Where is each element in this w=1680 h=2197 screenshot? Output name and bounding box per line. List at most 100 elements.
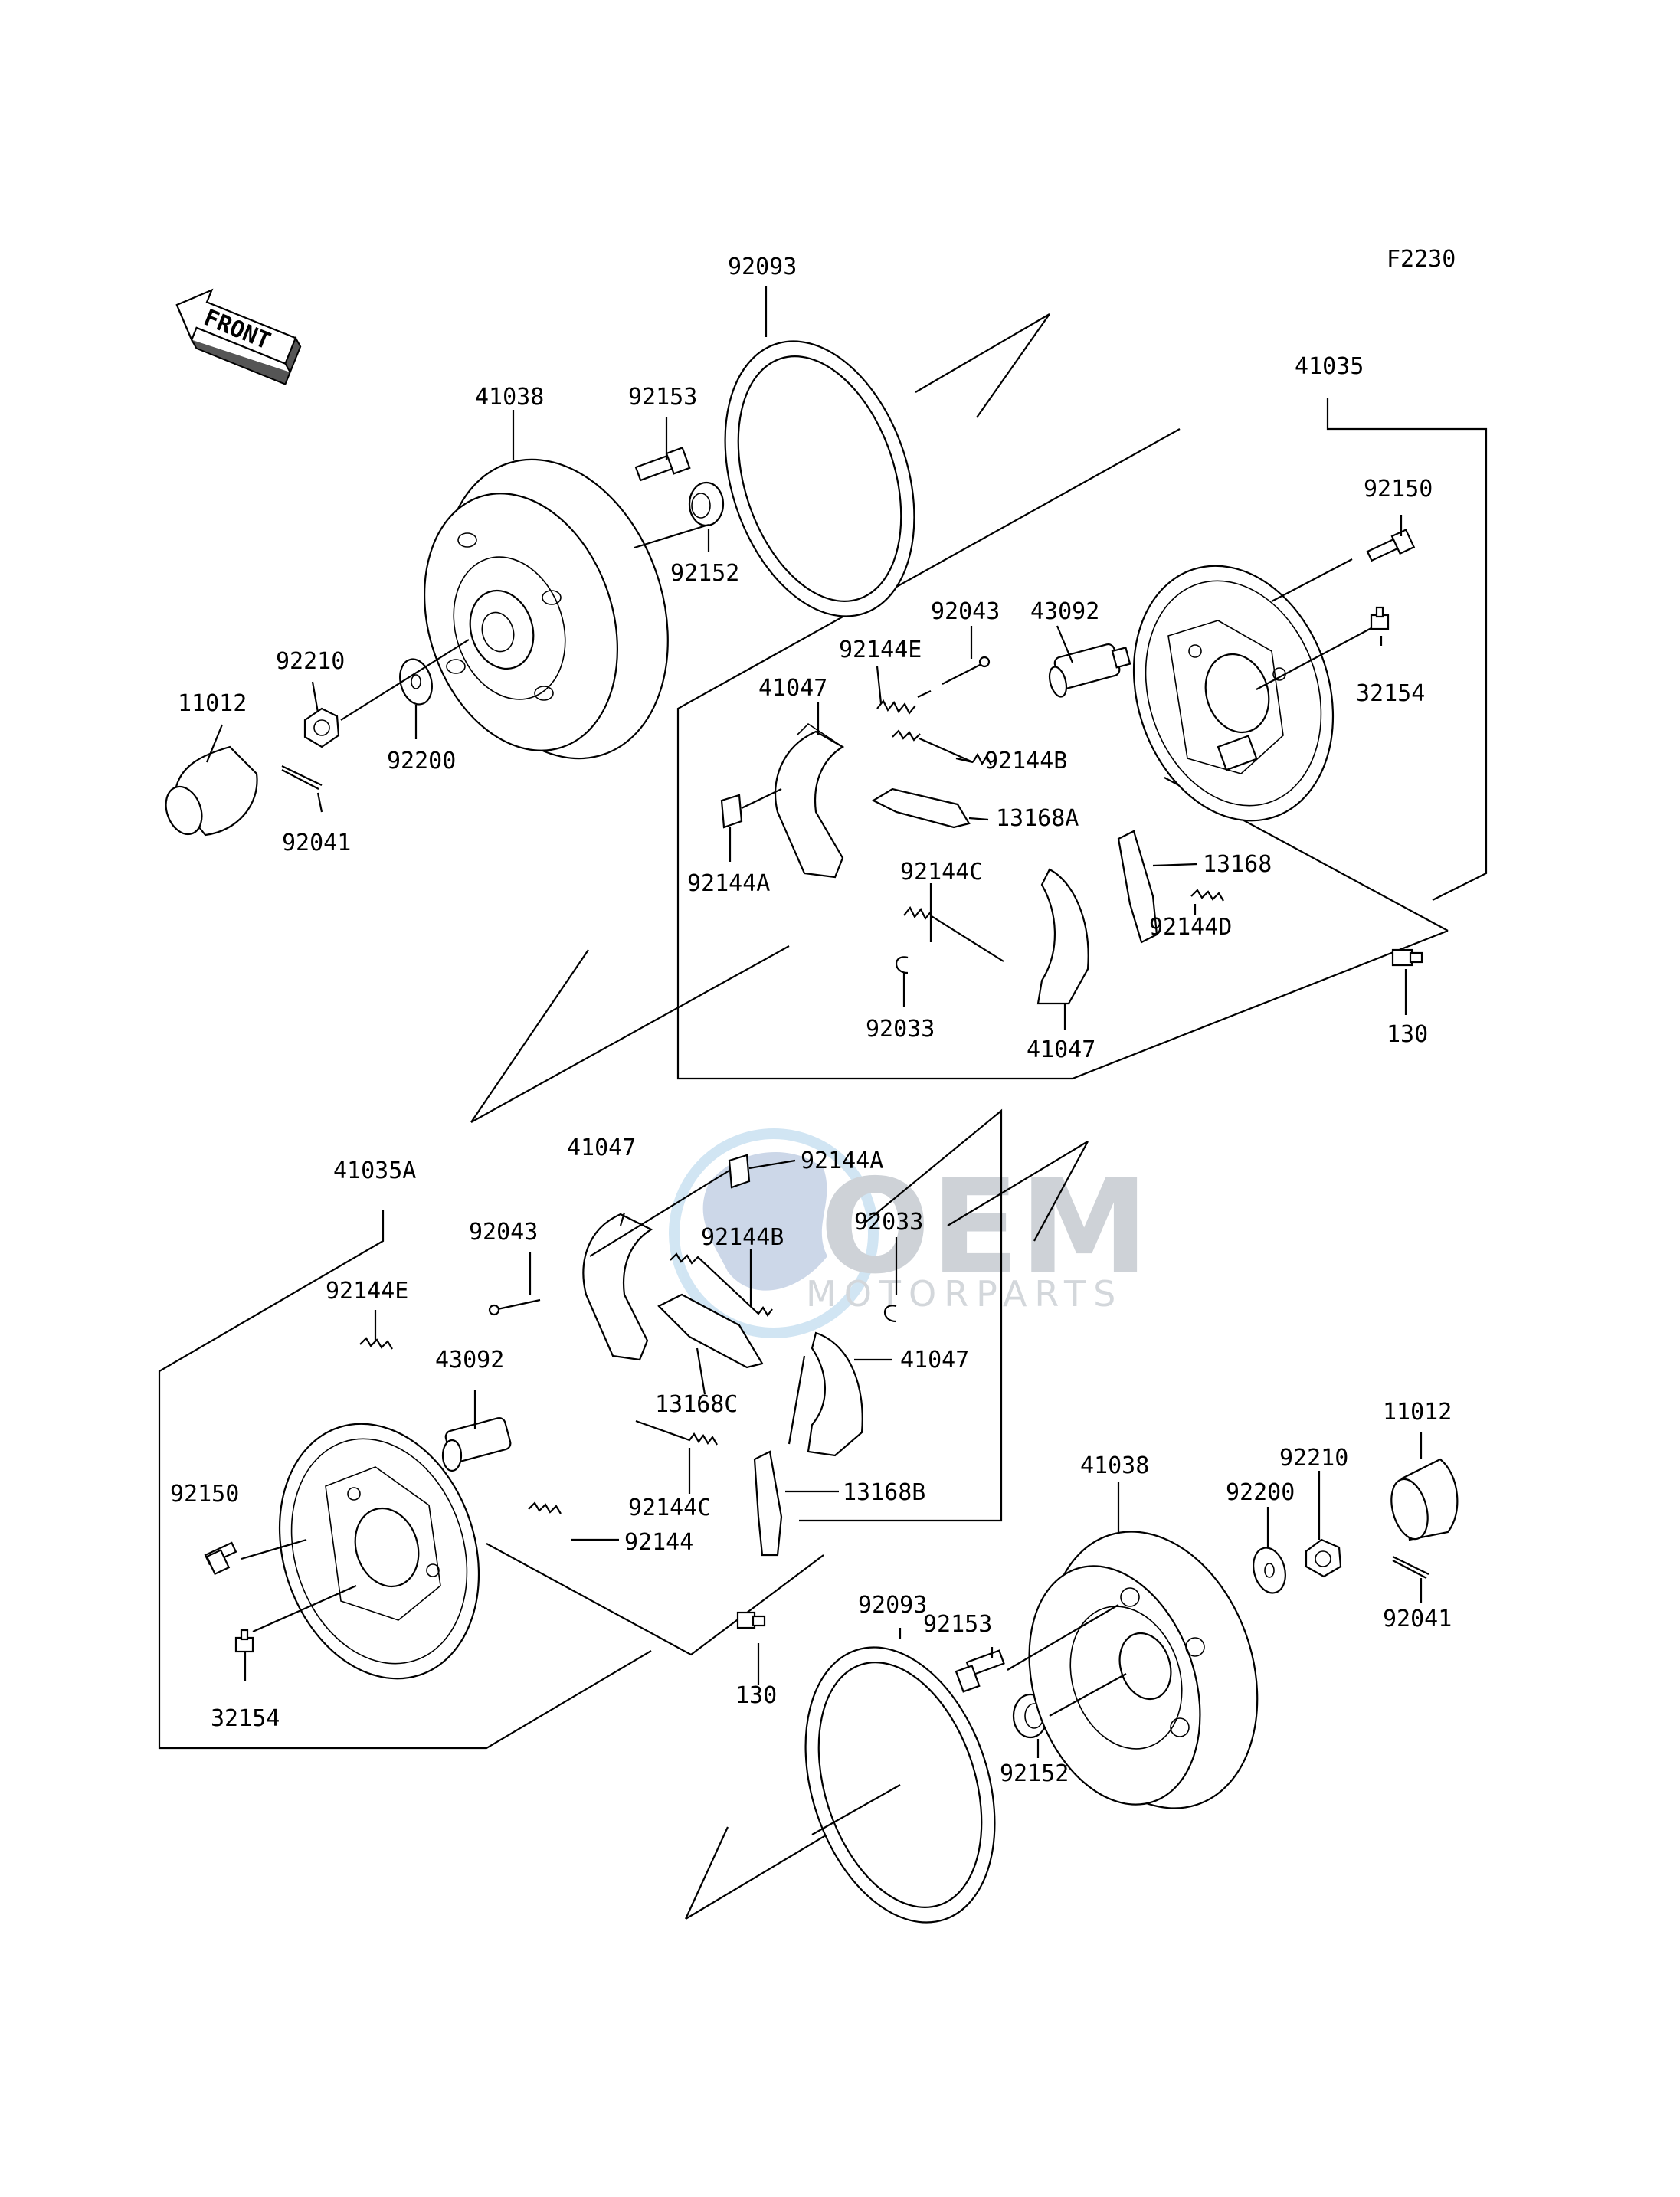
figure-code: F2230 <box>1387 246 1456 273</box>
bleeder-32154-bottom <box>234 1629 254 1653</box>
clip-92033-top <box>896 956 909 974</box>
assembly-outline-41035A <box>158 945 1089 1920</box>
brake-shoe-41047-top <box>775 722 845 879</box>
pin-92043-top <box>942 656 991 685</box>
label-11012-bottom: 11012 <box>1383 1399 1452 1426</box>
spring-92144C-top <box>903 905 1004 962</box>
label-13168C: 13168C <box>655 1391 738 1418</box>
nut-92210-top <box>303 707 340 748</box>
label-92210-bottom: 92210 <box>1279 1445 1348 1472</box>
bearing-92152-top <box>688 481 725 527</box>
wheel-cylinder-43092-bottom <box>441 1416 512 1472</box>
label-92144C-bottom: 92144C <box>628 1495 711 1521</box>
spring-92144C-bottom <box>635 1419 718 1446</box>
spring-92144D-top <box>1190 889 1224 902</box>
label-92144E-top: 92144E <box>839 637 922 663</box>
label-13168: 13168 <box>1203 851 1272 878</box>
cap-11012-bottom <box>1390 1458 1459 1541</box>
label-92152-top: 92152 <box>670 560 739 587</box>
label-130-bottom: 130 <box>735 1682 777 1709</box>
label-92033-top: 92033 <box>866 1016 935 1043</box>
spring-92144-bottom <box>528 1501 562 1514</box>
brake-drum-41038-bottom <box>1028 1531 1259 1809</box>
label-92153-bottom: 92153 <box>923 1611 992 1638</box>
label-92144A-bottom: 92144A <box>801 1148 883 1174</box>
cotter-pin-92041-bottom <box>1392 1556 1429 1579</box>
label-130-top: 130 <box>1387 1021 1428 1048</box>
lever-13168A-top <box>871 787 971 829</box>
label-13168B: 13168B <box>843 1479 925 1506</box>
cap-11012-top <box>165 745 258 837</box>
label-92144B-bottom: 92144B <box>701 1224 784 1251</box>
label-92144-bottom: 92144 <box>624 1529 693 1556</box>
watermark-globe-icon <box>669 1128 879 1338</box>
label-92150-top: 92150 <box>1364 476 1433 503</box>
part-number-labels: 92093 41035 41038 92153 92150 92152 9204… <box>170 254 1452 1787</box>
label-92150-bottom: 92150 <box>170 1481 239 1508</box>
label-92093-bottom: 92093 <box>858 1592 927 1619</box>
bolt-130-top <box>1391 948 1423 967</box>
label-43092-bottom: 43092 <box>435 1347 504 1374</box>
front-arrow-icon: FRONT <box>175 288 302 385</box>
label-41047-bottom2: 41047 <box>900 1347 969 1374</box>
label-32154-bottom: 32154 <box>211 1705 280 1732</box>
label-92200-bottom: 92200 <box>1226 1479 1295 1506</box>
brake-drum-41038-top <box>424 458 669 760</box>
label-41038-bottom: 41038 <box>1080 1452 1149 1479</box>
pin-92043-bottom <box>488 1298 541 1316</box>
label-41047-top: 41047 <box>758 675 827 702</box>
label-41038-top: 41038 <box>475 384 544 411</box>
label-13168A: 13168A <box>996 805 1079 832</box>
brake-shoe-41047-bottom <box>582 1213 653 1361</box>
backing-plate-bottom <box>278 1423 480 1680</box>
spring-92144B-top <box>892 729 992 766</box>
label-92033-bottom: 92033 <box>854 1209 923 1236</box>
label-92200-top: 92200 <box>387 748 456 774</box>
label-41035A: 41035A <box>333 1157 416 1184</box>
watermark: OEM MOTORPARTS <box>669 1128 1149 1338</box>
label-32154-top: 32154 <box>1356 680 1425 707</box>
lever-13168C-bottom <box>657 1293 764 1369</box>
washer-92200-top <box>399 658 433 706</box>
seal-ring-92093-top <box>724 340 915 617</box>
label-92144B-top: 92144B <box>984 748 1067 774</box>
washer-92200-bottom <box>1253 1547 1286 1594</box>
clip-92144A-top <box>720 794 743 829</box>
label-92041-bottom: 92041 <box>1383 1606 1452 1632</box>
spring-92144E-top <box>876 690 932 715</box>
label-92153-top: 92153 <box>628 384 697 411</box>
clip-92144A-bottom <box>728 1154 751 1189</box>
label-11012-top: 11012 <box>178 690 247 717</box>
label-41047-top2: 41047 <box>1027 1036 1095 1063</box>
label-92043-top: 92043 <box>931 598 1000 625</box>
bolt-92153-bottom <box>955 1649 1005 1693</box>
backing-plate-top <box>1132 565 1335 822</box>
label-92152-bottom: 92152 <box>1000 1760 1069 1787</box>
label-41047-bottom: 41047 <box>567 1135 636 1161</box>
label-92144E-bottom: 92144E <box>326 1278 408 1305</box>
brake-shoe-41047-top2 <box>1036 868 1089 1005</box>
brake-shoe-41047-bottom2 <box>807 1331 863 1457</box>
watermark-sub: MOTORPARTS <box>806 1273 1123 1315</box>
wheel-cylinder-43092-top <box>1048 643 1131 698</box>
lever-13168B-bottom <box>753 1450 783 1557</box>
bolt-130-bottom <box>736 1611 766 1629</box>
lever-13168-top <box>1117 830 1158 944</box>
bolt-92150-top <box>1366 529 1416 562</box>
label-92144D: 92144D <box>1149 914 1232 941</box>
bolt-92153-top <box>634 447 691 482</box>
leader-lines <box>205 286 1423 1835</box>
bolt-92150-bottom <box>204 1541 237 1576</box>
label-92043-bottom: 92043 <box>469 1219 538 1246</box>
label-92144C-top: 92144C <box>900 859 983 886</box>
cotter-pin-92041-top <box>281 765 323 790</box>
label-92144A-top: 92144A <box>687 870 770 897</box>
bleeder-32154-top <box>1370 606 1390 630</box>
nut-92210-bottom <box>1305 1538 1342 1578</box>
label-92210-top: 92210 <box>276 648 345 675</box>
spring-92144E-bottom <box>359 1337 393 1350</box>
label-92093-top: 92093 <box>728 254 797 280</box>
watermark-brand: OEM <box>820 1151 1149 1303</box>
clip-92033-bottom <box>884 1305 897 1323</box>
